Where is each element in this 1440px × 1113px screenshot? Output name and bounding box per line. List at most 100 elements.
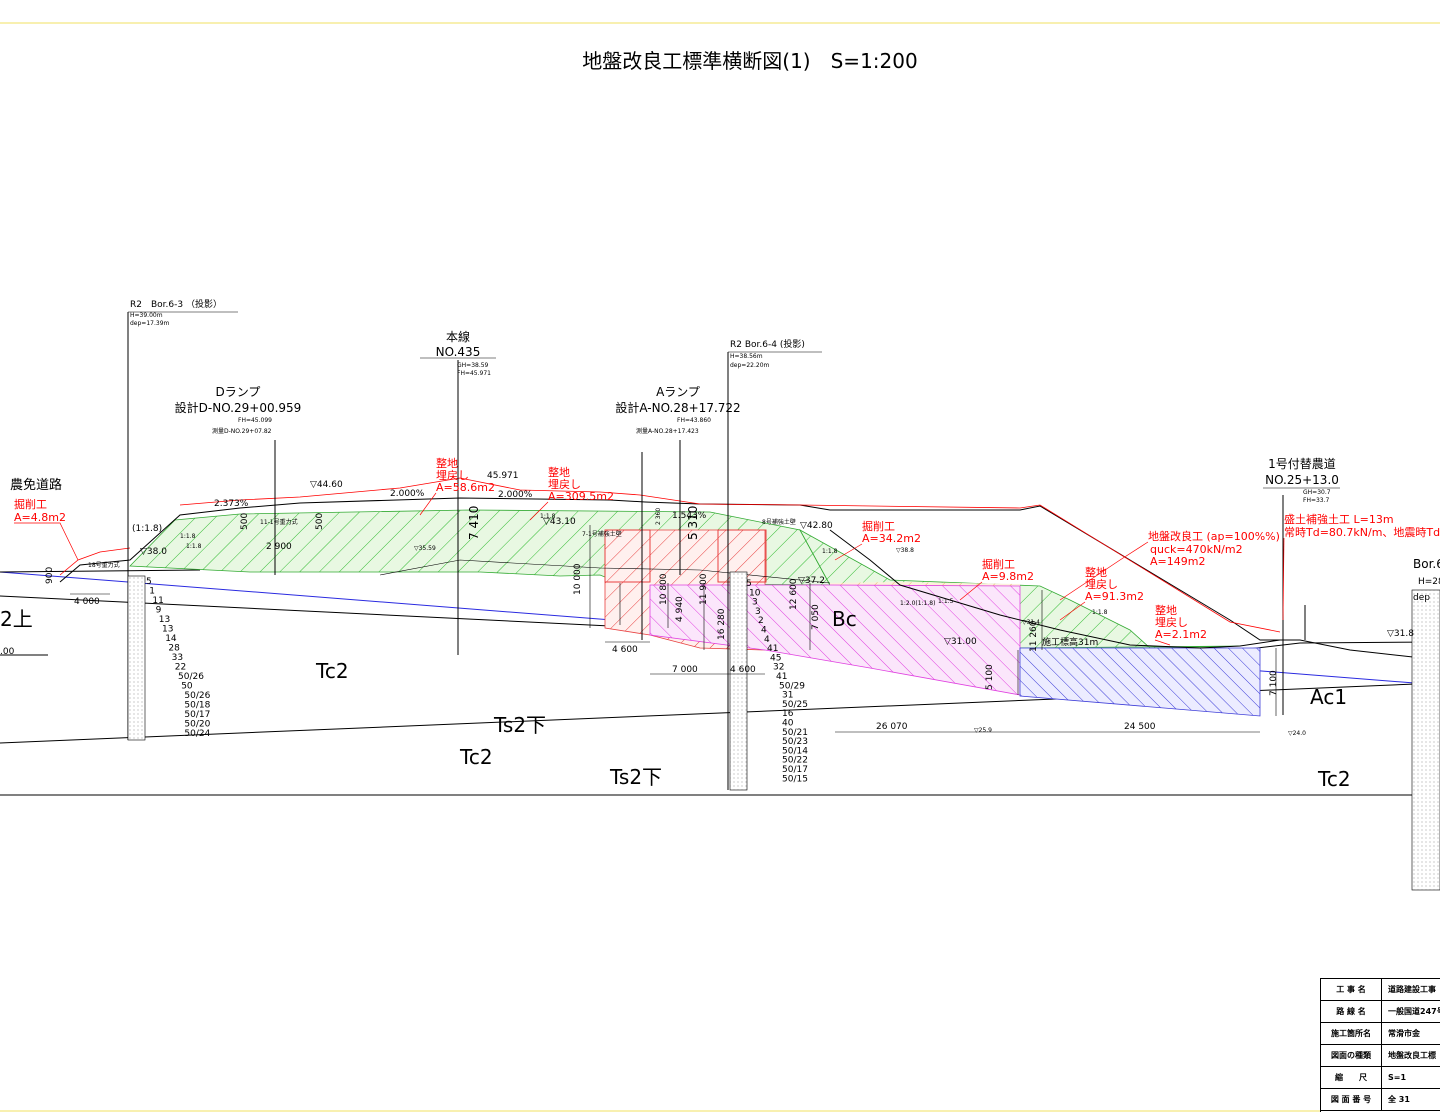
dim-500a: 500 <box>240 513 250 530</box>
label-bor63: R2 Bor.6-3 （投影） <box>130 298 222 310</box>
dim-2360: 2 360 <box>655 508 662 525</box>
dim-2900: 2 900 <box>266 542 292 552</box>
dim-4940: 4 940 <box>675 596 685 622</box>
spt-value: 33 <box>172 653 183 663</box>
spt-value: 50/29 <box>779 681 805 691</box>
slope-4: 1:1.8 <box>540 513 556 520</box>
spt-value: 41 <box>776 672 787 682</box>
spt-value: 3 <box>755 607 761 617</box>
level-4280: ▽42.80 <box>800 521 833 531</box>
label-area4: A=2.1m2 <box>1155 628 1207 641</box>
spt-value: 50/23 <box>782 737 808 747</box>
dim-7100: 7 100 <box>1269 670 1279 696</box>
dim-5100: 5 100 <box>985 664 995 690</box>
spt-value: 50/18 <box>184 701 210 711</box>
label-a-ramp-survey: 測量A-NO.28+17.423 <box>636 427 699 435</box>
spt-value: 50/24 <box>184 729 210 739</box>
slope-7: 1:1.8 <box>822 548 838 555</box>
label-noumen-road: 農免道路 <box>10 477 62 493</box>
label-d-ramp: Dランプ <box>216 385 261 399</box>
label-morido-td: 常時Td=80.7kN/m、地震時Td=219. <box>1284 526 1440 539</box>
borehole-right <box>1411 589 1440 891</box>
label-sekou: 施工標高31m <box>1042 636 1098 648</box>
label-d-ramp-survey: 測量D-NO.29+07.82 <box>212 427 272 435</box>
level-372: ▽37.2 <box>798 576 825 586</box>
slope-1: 1:1.8 <box>180 533 196 540</box>
slope-5: 1:2.0(1:1.8) <box>900 600 935 607</box>
label-bor64-dep: dep=22.20m <box>730 362 770 369</box>
dim-900: 900 <box>45 567 55 584</box>
title-block-key: 工 事 名 <box>1321 979 1382 1000</box>
label-umemodoshi1: 埋戻し <box>436 469 469 482</box>
title-block-row: 施工箇所名常滑市金 <box>1321 1023 1440 1045</box>
spt-value: 50/15 <box>782 774 808 784</box>
level-4310: ▽43.10 <box>543 517 576 527</box>
label-seichi3: 整地 <box>1085 565 1107 579</box>
label-kussaku2-area: A=34.2m2 <box>862 532 921 545</box>
label-farm-road-no: NO.25+13.0 <box>1265 473 1339 487</box>
label-bor64: R2 Bor.6-4 (投影) <box>730 338 805 350</box>
spt-value: 16 <box>782 709 794 719</box>
wall-label-7-1: 7-1号補強土壁 <box>582 530 622 538</box>
title-block-value: 一般国道247号 <box>1388 1007 1440 1016</box>
dim-4600a: 4 600 <box>612 645 638 655</box>
label-area1: A=58.6m2 <box>436 481 495 494</box>
dim-4000: 4 000 <box>74 597 100 607</box>
dim-10800: 10 800 <box>659 573 669 605</box>
title-block-key: 図 面 番 号 <box>1321 1089 1382 1110</box>
title-block-key: 縮 尺 <box>1321 1067 1382 1088</box>
level-45971: 45.971 <box>487 471 519 481</box>
spt-value: 28 <box>168 644 180 654</box>
spt-value: 50/21 <box>782 728 808 738</box>
spt-value: 50 <box>181 682 193 692</box>
spt-value: 10 <box>749 588 761 598</box>
level-240: ▽24.0 <box>1288 730 1306 737</box>
label-umemodoshi3: 埋戻し <box>1085 578 1118 591</box>
dim-7000: 7 000 <box>672 665 698 675</box>
label-area2: A=309.5m2 <box>548 490 614 503</box>
label-honsen-gh: GH=38.59 <box>457 362 489 369</box>
dim-11260: 11 260 <box>1029 620 1039 652</box>
spt-value: 32 <box>773 663 784 673</box>
title-block-value: 全 31 <box>1388 1095 1410 1104</box>
spt-value: 41 <box>767 644 778 654</box>
spt-value: 50/26 <box>184 691 210 701</box>
spt-value: 50/20 <box>184 720 210 730</box>
layer-left: 2上 <box>0 607 33 631</box>
title-block-key: 図面の種類 <box>1321 1045 1382 1066</box>
dim-5310: 5 310 <box>686 506 700 540</box>
spt-value: 50/25 <box>782 700 808 710</box>
label-bor-right: Bor.6 <box>1413 557 1440 571</box>
red-leader-lines <box>14 492 1285 646</box>
spt-value: 31 <box>782 691 793 701</box>
spt-value: 11 <box>152 596 163 606</box>
dim-10000: 10 000 <box>573 563 583 595</box>
spt-value: 1 <box>149 587 155 597</box>
wall-label-18: 18号重力式 <box>88 561 120 569</box>
level-318: ▽31.8 <box>1387 629 1414 639</box>
left-elev: .00 <box>0 647 15 657</box>
spt-value: 40 <box>782 719 794 729</box>
label-farm-road: 1号付替農道 <box>1268 457 1336 471</box>
label-bor64-h: H=38.56m <box>730 353 763 360</box>
dim-12600: 12 600 <box>789 578 799 610</box>
dim-16280: 16 280 <box>717 608 727 640</box>
title-block-value: S=1 <box>1388 1073 1407 1082</box>
spt-value: 22 <box>175 663 186 673</box>
spt-mid-values: 510332444145324150/293150/25164050/2150/… <box>746 579 808 784</box>
dim-7050: 7 050 <box>811 604 821 630</box>
title-block-row: 図 面 番 号全 31 <box>1321 1089 1440 1111</box>
spt-value: 5 <box>146 577 152 587</box>
spt-value: 50/17 <box>782 765 808 775</box>
dim-500b: 500 <box>315 513 325 530</box>
spt-value: 14 <box>165 634 177 644</box>
borehole-6-3 <box>127 575 146 741</box>
wall-box-7-1 <box>604 529 651 583</box>
label-a-ramp-design: 設計A-NO.28+17.722 <box>615 400 740 415</box>
level-259: ▽25.9 <box>974 727 992 734</box>
label-honsen-no: NO.435 <box>436 345 481 359</box>
layer-tc2-c: Tc2 <box>1317 767 1351 791</box>
